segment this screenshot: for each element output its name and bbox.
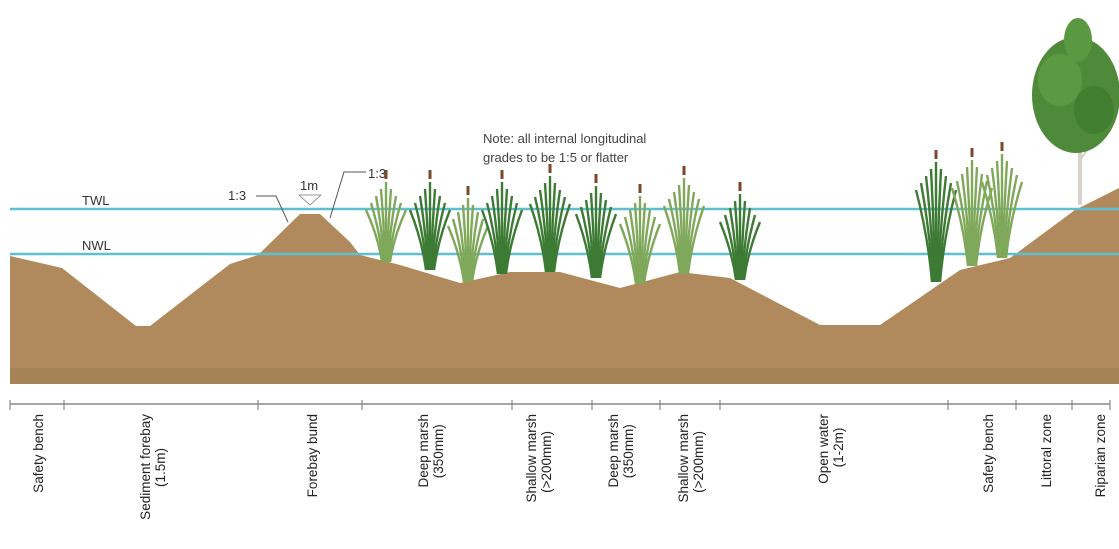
right-slope-label: 1:3: [368, 166, 386, 181]
zone-label: Sediment forebay(1.5m): [138, 414, 168, 520]
zone-scale: Safety bench Sediment forebay(1.5m) Foreba…: [9, 400, 1111, 520]
tree-trunk: [1078, 140, 1082, 205]
reed-icon: [718, 182, 762, 281]
reed-icon: [662, 166, 706, 275]
crest-label: 1m: [300, 178, 318, 193]
zone-label: Riparian zone: [1093, 414, 1108, 497]
reed-icon: [618, 184, 662, 285]
zone-label: Safety bench: [981, 414, 996, 493]
twl-label: TWL: [82, 193, 109, 208]
crest-dimension: [298, 194, 322, 206]
zone-label: Deep marsh(350mm): [416, 414, 446, 488]
soil-profile: [10, 188, 1119, 384]
soil-body: [10, 188, 1119, 384]
zone-label: Shallow marsh(>200mm): [524, 414, 554, 503]
right-slope-leader: [329, 171, 366, 219]
zone-label: Open water(1-2m): [816, 414, 846, 484]
nwl-label: NWL: [82, 238, 111, 253]
reed-icon: [480, 170, 524, 275]
reed-icon: [980, 142, 1024, 259]
left-slope-leader: [256, 195, 289, 223]
soil-shadow: [10, 368, 1119, 384]
note-line-2: grades to be 1:5 or flatter: [483, 150, 629, 165]
reed-icon: [574, 174, 618, 279]
left-slope-label: 1:3: [228, 188, 246, 203]
zone-labels: Safety bench Sediment forebay(1.5m) Foreba…: [31, 414, 1108, 520]
reed-icon: [528, 164, 572, 273]
reed-vegetation: [364, 142, 1024, 285]
scale-ticks: [9, 400, 1111, 410]
zone-label: Safety bench: [31, 414, 46, 493]
reed-icon: [914, 150, 958, 283]
zone-label: Shallow marsh(>200mm): [676, 414, 706, 503]
zone-label: Deep marsh(350mm): [606, 414, 636, 488]
zone-label: Forebay bund: [305, 414, 320, 497]
tree-icon: [1032, 18, 1119, 205]
zone-label: Littoral zone: [1039, 414, 1054, 488]
reed-icon: [950, 148, 994, 267]
reed-icon: [408, 170, 452, 271]
bund-annotations: 1:3 1m 1:3: [228, 166, 386, 223]
reed-icon: [446, 186, 490, 283]
note-line-1: Note: all internal longitudinal: [483, 131, 646, 146]
reed-icon: [364, 170, 408, 263]
